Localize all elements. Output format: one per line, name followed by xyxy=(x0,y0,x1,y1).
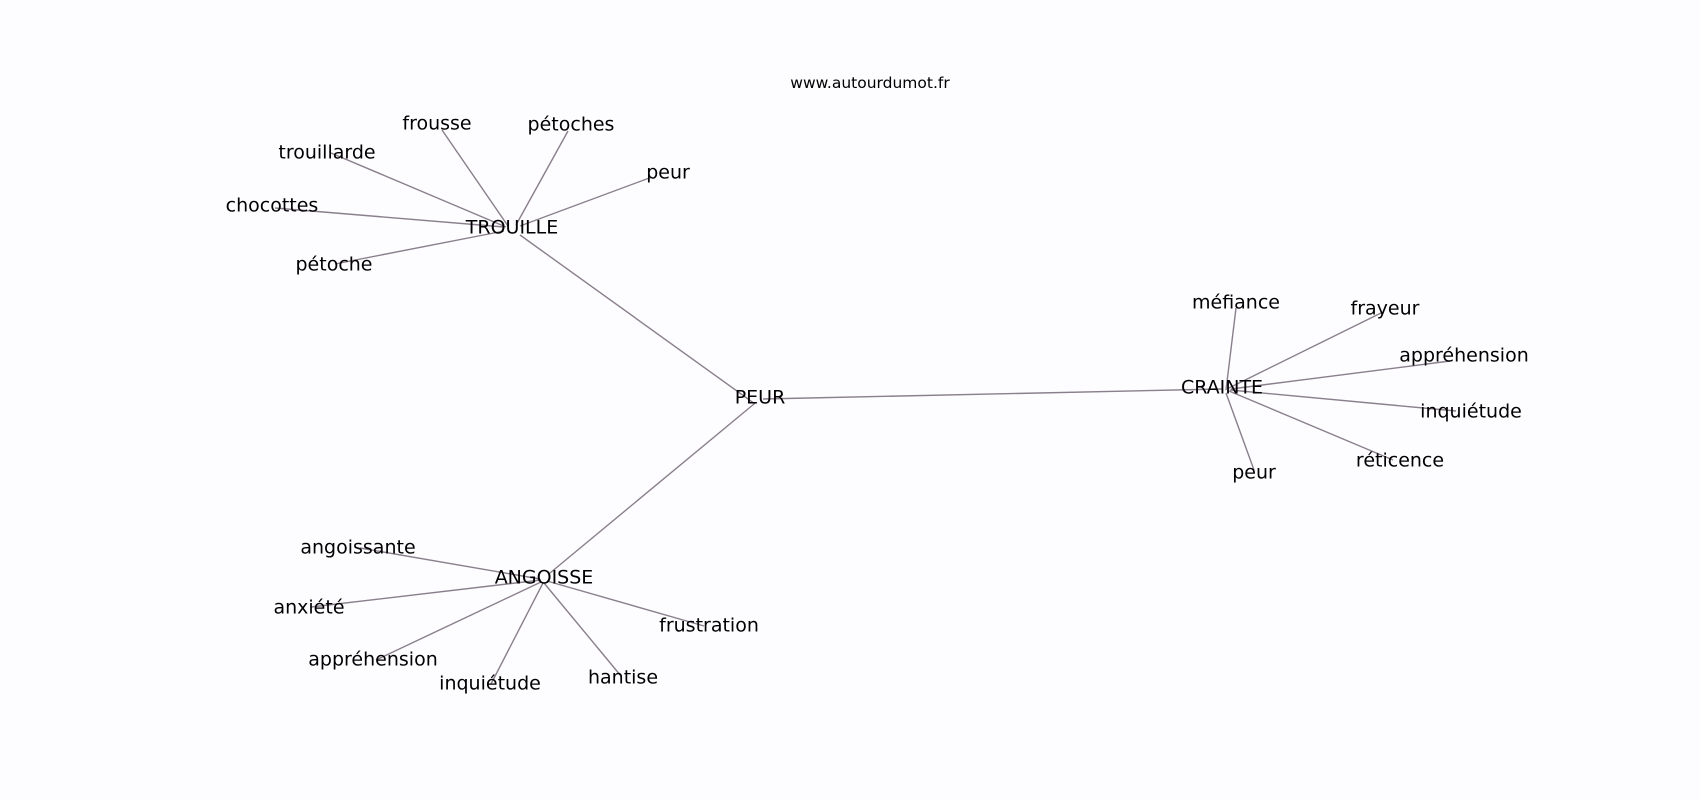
root-word[interactable]: PEUR xyxy=(734,386,786,409)
edge-angoisse-anxiete xyxy=(310,579,542,608)
leaf-anxiete[interactable]: anxiété xyxy=(273,596,345,619)
edge-root-crainte xyxy=(762,388,1223,400)
leaf-apprehension-angoisse[interactable]: appréhension xyxy=(308,648,438,671)
edge-angoisse-inquietude xyxy=(490,582,544,685)
hub-trouille[interactable]: TROUILLE xyxy=(465,216,559,239)
edge-angoisse-hantise xyxy=(543,582,622,677)
leaf-inquietude-crainte[interactable]: inquiétude xyxy=(1420,400,1522,423)
leaf-trouillarde[interactable]: trouillarde xyxy=(278,141,376,164)
leaf-mefiance[interactable]: méfiance xyxy=(1192,291,1280,314)
edge-crainte-peur xyxy=(1225,392,1255,471)
leaf-angoissante[interactable]: angoissante xyxy=(300,536,416,559)
edge-root-angoisse xyxy=(549,403,755,574)
leaf-reticence[interactable]: réticence xyxy=(1355,449,1445,472)
edge-trouille-trouillarde xyxy=(330,152,507,228)
leaf-peur-crainte[interactable]: peur xyxy=(1232,461,1276,484)
edge-angoisse-angoissante xyxy=(359,547,541,580)
leaf-petoche[interactable]: pétoche xyxy=(295,253,373,276)
edge-angoisse-frustration xyxy=(546,580,705,627)
edge-root-trouille xyxy=(519,234,756,405)
leaf-frustration[interactable]: frustration xyxy=(659,614,759,637)
edge-trouille-frousse xyxy=(441,129,509,227)
leaf-chocottes[interactable]: chocottes xyxy=(225,194,319,217)
edge-trouille-peur xyxy=(519,176,653,227)
leaf-hantise[interactable]: hantise xyxy=(587,666,659,689)
leaf-peur-trouille[interactable]: peur xyxy=(646,161,690,184)
source-label[interactable]: www.autourdumot.fr xyxy=(790,74,950,92)
edge-crainte-inquietude xyxy=(1229,389,1457,412)
edge-trouille-chocottes xyxy=(274,207,505,228)
leaf-inquietude-angoisse[interactable]: inquiétude xyxy=(439,672,541,695)
hub-angoisse[interactable]: ANGOISSE xyxy=(494,566,594,589)
edge-angoisse-apprehension xyxy=(375,581,542,661)
edge-crainte-frayeur xyxy=(1228,312,1382,389)
leaf-petoches[interactable]: pétoches xyxy=(527,113,615,136)
leaf-apprehension-crainte[interactable]: appréhension xyxy=(1399,344,1529,367)
hub-crainte[interactable]: CRAINTE xyxy=(1180,376,1264,399)
edge-crainte-apprehension xyxy=(1230,360,1451,390)
edge-trouille-petoches xyxy=(515,130,569,226)
edge-crainte-reticence xyxy=(1228,390,1394,461)
edge-crainte-mefiance xyxy=(1225,307,1237,391)
leaf-frayeur[interactable]: frayeur xyxy=(1350,297,1420,320)
leaf-frousse[interactable]: frousse xyxy=(402,112,472,135)
edge-trouille-petoche xyxy=(334,230,505,265)
